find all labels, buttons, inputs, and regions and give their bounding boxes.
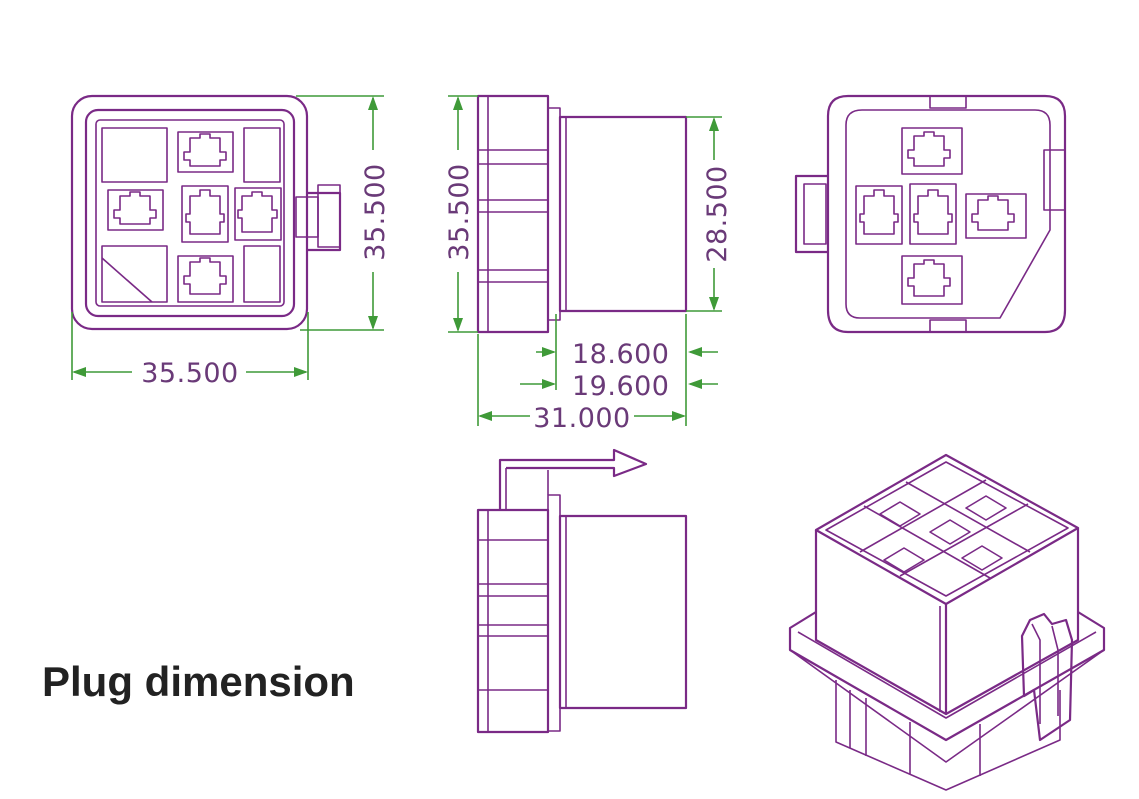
dim-depths: 18.600 19.600 31.000 xyxy=(477,314,718,434)
dim-front-height: 35.500 xyxy=(296,95,391,331)
dim-body-height: 28.500 xyxy=(686,116,733,312)
rear-terminal-top xyxy=(901,127,963,175)
front-terminal-right xyxy=(234,187,282,241)
rear-terminal-right xyxy=(965,193,1027,239)
front-terminal-bottom xyxy=(177,255,234,303)
front-view xyxy=(70,94,342,331)
latch-arrow xyxy=(498,448,648,510)
rear-view xyxy=(794,94,1067,334)
isometric-view xyxy=(788,453,1106,791)
total-depth-label: 31.000 xyxy=(533,403,630,434)
front-terminal-left xyxy=(107,189,164,231)
body-height-label: 28.500 xyxy=(702,165,733,262)
depth-a-label: 18.600 xyxy=(572,339,669,370)
depth-b-label: 19.600 xyxy=(572,371,669,402)
front-height-label: 35.500 xyxy=(360,163,391,260)
front-width-label: 35.500 xyxy=(141,358,238,389)
bottom-side-view xyxy=(476,448,688,734)
rear-terminal-center xyxy=(909,183,957,245)
front-terminal-top xyxy=(177,131,234,173)
dim-front-width: 35.500 xyxy=(71,312,309,389)
dim-side-height: 35.500 xyxy=(444,95,478,333)
rear-terminal-left xyxy=(855,185,903,245)
plug-dimension-caption: Plug dimension xyxy=(42,658,355,705)
side-view xyxy=(476,94,688,334)
rear-terminal-bottom xyxy=(901,255,963,305)
side-height-label: 35.500 xyxy=(444,163,475,260)
front-terminal-center xyxy=(181,185,229,243)
